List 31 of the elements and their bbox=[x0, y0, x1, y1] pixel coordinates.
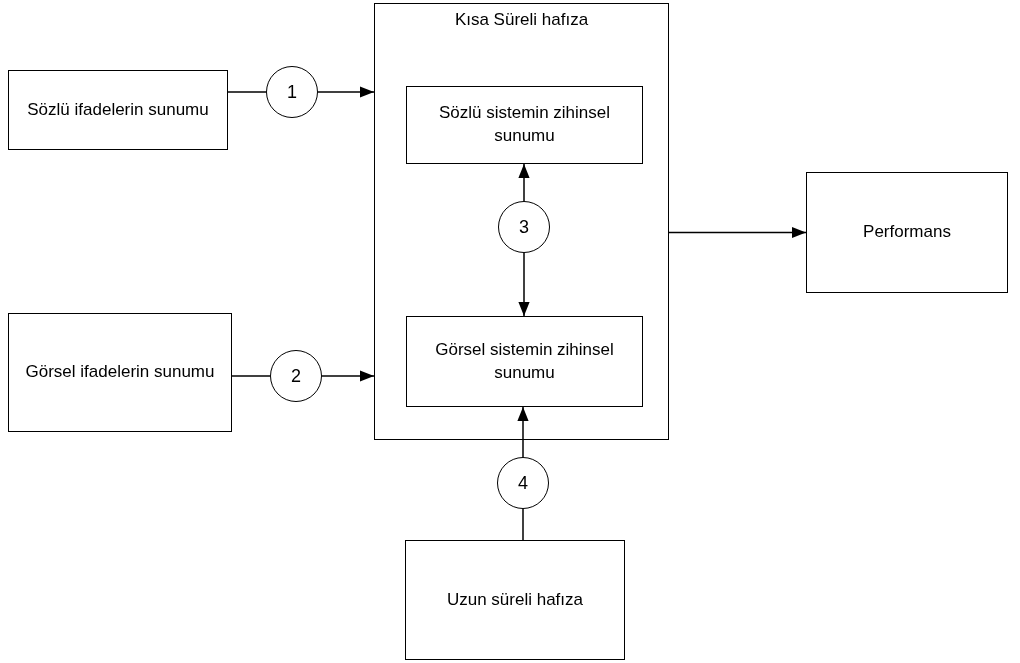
arrow bbox=[518, 252, 530, 317]
step-circle bbox=[497, 457, 549, 509]
step-circle bbox=[266, 66, 318, 118]
process-box bbox=[406, 316, 643, 407]
connector-line bbox=[227, 91, 267, 93]
connector-line bbox=[231, 375, 271, 377]
box-label: Görsel sistemin zihinsel sunumu bbox=[434, 338, 615, 384]
arrow bbox=[321, 370, 375, 382]
step-circle bbox=[270, 350, 322, 402]
step-number: 3 bbox=[518, 215, 530, 239]
arrow bbox=[317, 86, 375, 98]
box-label: Uzun süreli hafıza bbox=[445, 588, 585, 611]
memory-container bbox=[374, 3, 669, 440]
box-label: Sözlü ifadelerin sunumu bbox=[26, 98, 210, 121]
step-number: 2 bbox=[290, 364, 302, 388]
box-label: Görsel ifadelerin sunumu bbox=[24, 361, 216, 384]
process-box bbox=[8, 70, 228, 150]
step-circle bbox=[498, 201, 550, 253]
container-title: Kısa Süreli hafıza bbox=[453, 9, 590, 31]
connector-line bbox=[522, 508, 524, 541]
step-number: 1 bbox=[286, 80, 298, 104]
process-box bbox=[406, 86, 643, 164]
box-label: Sözlü sistemin zihinsel sunumu bbox=[438, 102, 611, 147]
arrow bbox=[518, 163, 530, 202]
process-box bbox=[806, 172, 1008, 293]
step-number: 4 bbox=[517, 471, 529, 495]
box-label: Performans bbox=[862, 221, 952, 244]
process-box bbox=[8, 313, 232, 432]
arrow bbox=[517, 406, 529, 458]
process-box bbox=[405, 540, 625, 660]
arrow bbox=[668, 226, 807, 239]
